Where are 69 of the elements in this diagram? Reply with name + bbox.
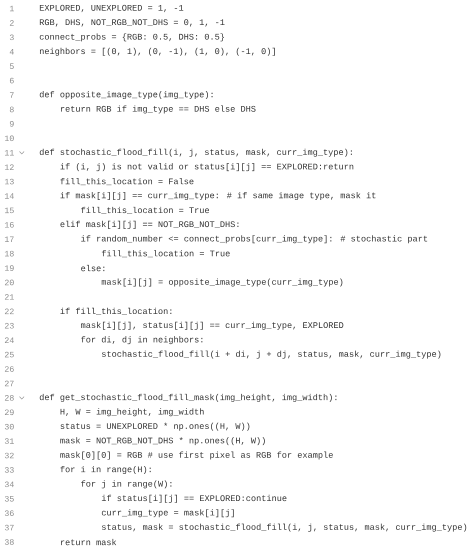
code-line: mask[i][j], status[i][j] == curr_img_type, EXPLORED xyxy=(81,322,344,330)
code-line: fill_this_location = False xyxy=(60,178,194,186)
code-line: status = UNEXPLORED * np.ones((H, W)) xyxy=(60,422,250,431)
code-line: for j in range(W): xyxy=(81,480,172,488)
code-line: fill_this_location = True xyxy=(81,206,210,214)
line-number: 36 xyxy=(4,510,14,516)
line-number: 9 xyxy=(10,121,14,127)
line-number: 3 xyxy=(10,34,14,40)
line-number: 26 xyxy=(4,366,14,372)
line-number: 12 xyxy=(4,164,14,170)
code-line: def stochastic_flood_fill(i, j, status, mask, curr_img_type): xyxy=(40,148,352,157)
code-line: else: xyxy=(81,264,104,272)
line-number: 38 xyxy=(4,539,14,545)
code-line: def opposite_image_type(img_type): xyxy=(40,91,213,100)
line-number: 13 xyxy=(4,178,14,184)
line-number: 24 xyxy=(4,337,14,343)
line-number: 20 xyxy=(4,280,14,286)
line-number: 30 xyxy=(4,424,14,430)
line-number: 5 xyxy=(10,63,14,69)
line-number: 8 xyxy=(10,106,14,112)
line-number: 21 xyxy=(4,294,14,300)
code-line: for i in range(H): xyxy=(60,466,151,474)
code-line: return RGB if img_type == DHS else DHS xyxy=(60,105,256,114)
line-number: 1 xyxy=(10,6,14,12)
code-line: return mask xyxy=(60,538,116,546)
line-number: 29 xyxy=(4,409,14,416)
code-line: if mask[i][j] == curr_img_type: # if same image type, mask it xyxy=(60,192,376,200)
line-number: 31 xyxy=(4,438,14,444)
line-number: 7 xyxy=(10,92,14,98)
line-number: 2 xyxy=(10,20,14,26)
line-number: 18 xyxy=(4,250,14,256)
line-number: 6 xyxy=(10,78,14,84)
code-line: neighbors = [(0, 1), (0, -1), (1, 0), (-1, 0)] xyxy=(40,48,275,56)
code-line: status, mask = stochastic_flood_fill(i, j, status, mask, curr_img_type) xyxy=(102,524,466,532)
code-line: if random_number <= connect_probs[curr_img_type]: # stochastic part xyxy=(81,235,428,244)
line-number: 25 xyxy=(4,352,14,358)
code-line: H, W = img_height, img_width xyxy=(60,408,204,416)
code-line: connect_probs = {RGB: 0.5, DHS: 0.5} xyxy=(40,33,224,42)
line-number: 28 xyxy=(4,395,14,401)
code-line: mask[0][0] = RGB # use first pixel as RGB for example xyxy=(60,452,333,460)
line-number: 27 xyxy=(4,380,14,386)
line-number: 37 xyxy=(4,524,14,530)
code-line: RGB, DHS, NOT_RGB_NOT_DHS = 0, 1, -1 xyxy=(40,19,225,27)
line-number: 11 xyxy=(4,150,14,156)
line-number: 4 xyxy=(10,49,14,54)
code-line: elif mask[i][j] == NOT_RGB_NOT_DHS: xyxy=(60,220,238,229)
line-number: 19 xyxy=(4,265,14,271)
code-line: mask[i][j] = opposite_image_type(curr_img_type) xyxy=(102,278,342,286)
line-number: 22 xyxy=(4,308,14,314)
line-number: 10 xyxy=(4,135,14,142)
code-line: for di, dj in neighbors: xyxy=(81,336,202,344)
code-line: def get_stochastic_flood_fill_mask(img_height, img_width): xyxy=(40,394,336,402)
line-number: 32 xyxy=(4,452,14,458)
line-number: 16 xyxy=(4,222,14,228)
code-line: if fill_this_location: xyxy=(60,308,172,315)
line-number: 15 xyxy=(4,208,14,214)
code-line: fill_this_location = True xyxy=(102,250,230,258)
code-line: EXPLORED, UNEXPLORED = 1, -1 xyxy=(40,4,184,12)
line-number: 23 xyxy=(4,322,14,329)
code-line: if (i, j) is not valid or status[i][j] == EXPLORED:return xyxy=(60,163,354,172)
code-line: if status[i][j] == EXPLORED:continue xyxy=(102,494,286,503)
code-line: stochastic_flood_fill(i + di, j + dj, status, mask, curr_img_type) xyxy=(102,350,440,359)
line-number: 34 xyxy=(4,482,14,488)
code-line: mask = NOT_RGB_NOT_DHS * np.ones((H, W)) xyxy=(60,437,265,446)
line-number: 17 xyxy=(4,236,14,242)
line-number: 33 xyxy=(4,467,14,473)
line-number: 14 xyxy=(4,193,14,199)
line-number: 35 xyxy=(4,496,14,502)
code-line: curr_img_type = mask[i][j] xyxy=(102,509,234,518)
